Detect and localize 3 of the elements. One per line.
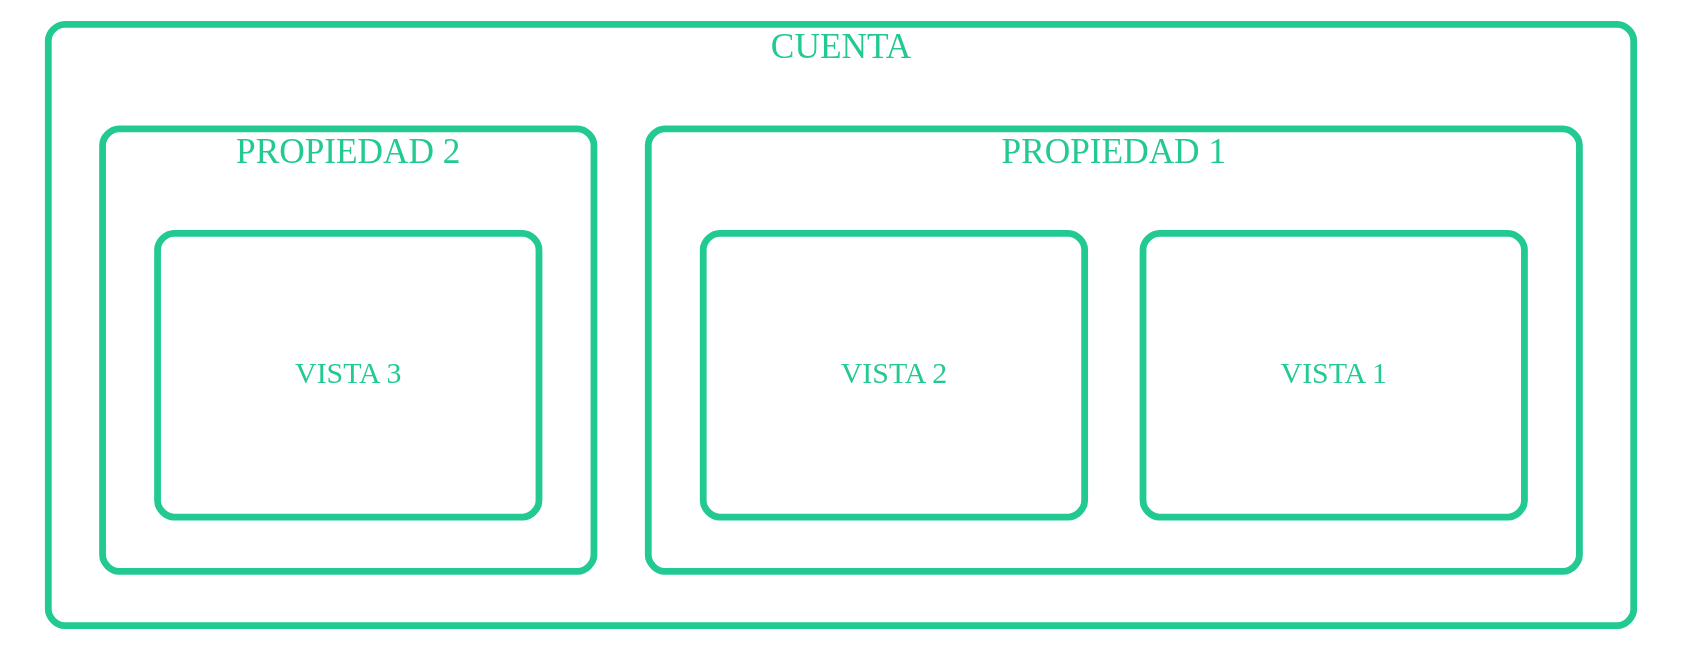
node-box: VISTA 2	[699, 230, 1088, 521]
node-box: VISTA 3	[153, 230, 542, 521]
node-box: VISTA 1	[1139, 230, 1528, 521]
